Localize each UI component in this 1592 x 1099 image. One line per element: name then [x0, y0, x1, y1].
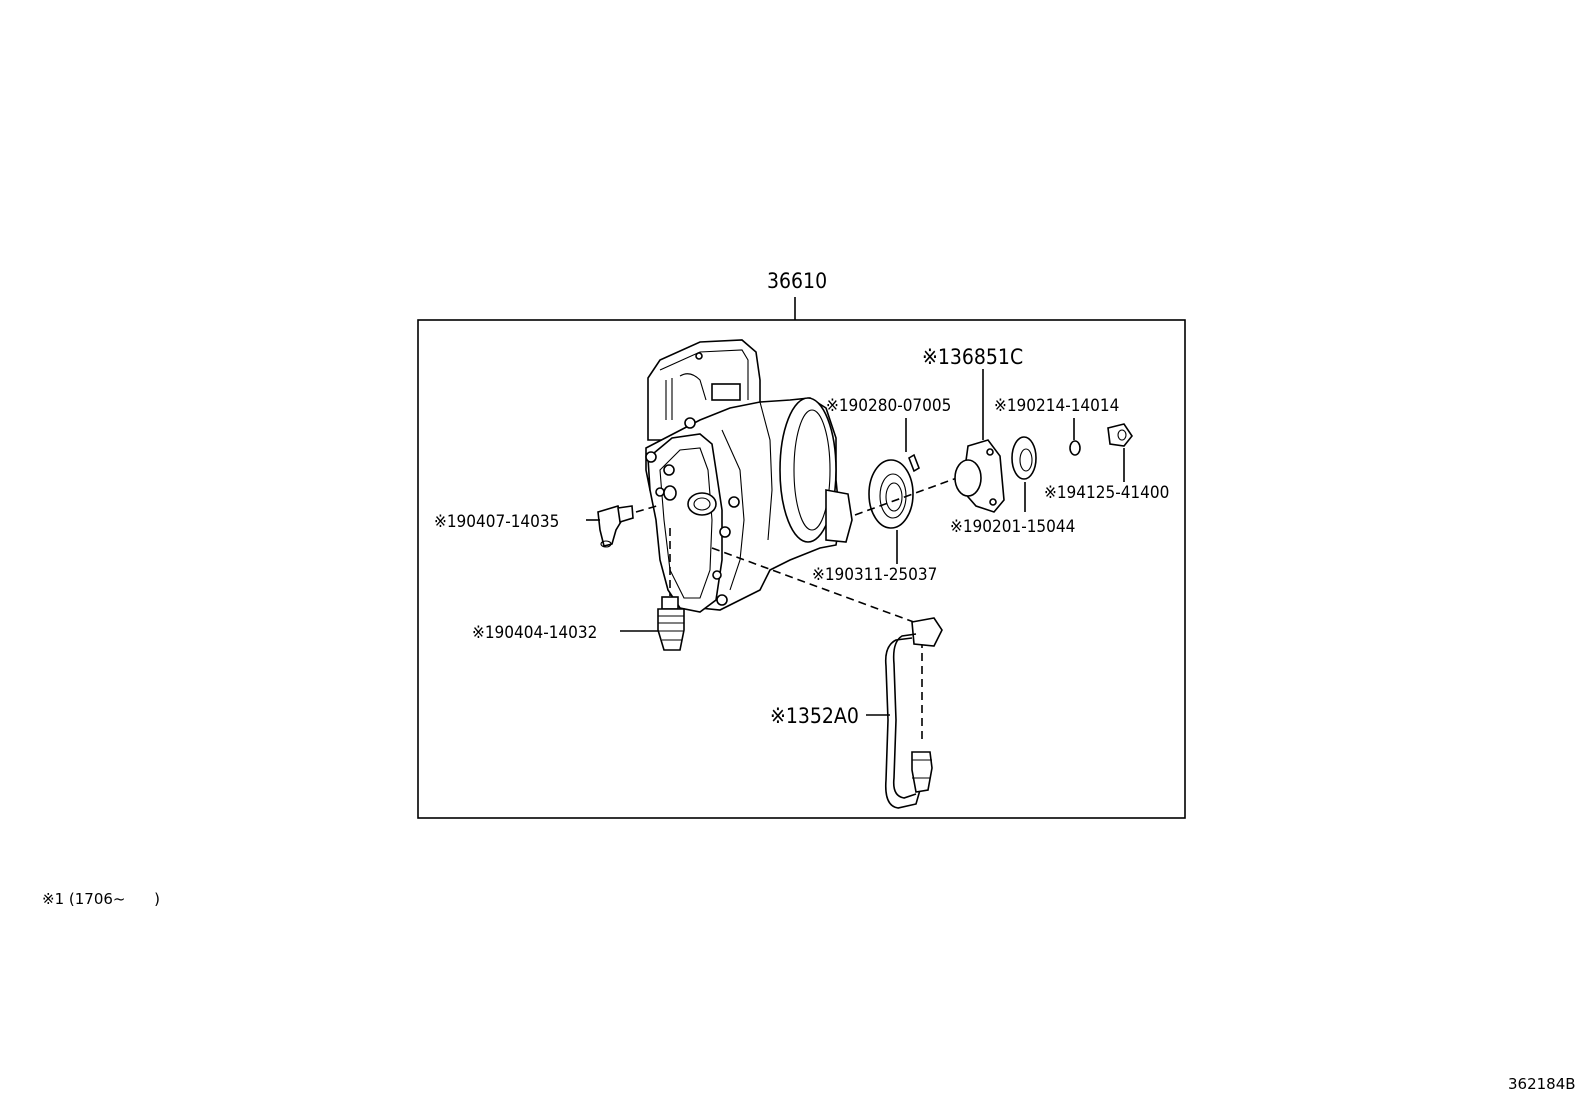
elbow-fitting-drawing: [597, 505, 634, 548]
applicability-footnote: ※1 (1706~ ): [42, 890, 160, 908]
nut-drawing: [1107, 423, 1133, 447]
axis-dash-line: [854, 474, 966, 516]
seal-ring-drawing: [1011, 436, 1037, 480]
breather-plug-drawing: [657, 596, 685, 651]
oil-seal-drawing: [868, 459, 914, 529]
part-label-194125-41400: ※194125-41400: [1044, 483, 1169, 503]
part-label-190404-14032: ※190404-14032: [472, 623, 597, 643]
part-label-190214-14014: ※190214-14014: [994, 396, 1119, 416]
extension-housing-drawing: [954, 439, 1005, 513]
transfer-housing-drawing: [645, 339, 853, 613]
part-label-190407-14035: ※190407-14035: [434, 512, 559, 532]
part-label-190311-25037: ※190311-25037: [812, 565, 937, 585]
part-label-190280-07005: ※190280-07005: [826, 396, 951, 416]
part-label-1352A0: ※1352A0: [770, 704, 859, 728]
switch-harness-drawing: [711, 547, 943, 809]
elbow-dash-line: [635, 504, 661, 513]
washer-drawing: [1069, 440, 1081, 456]
assembly-frame: [417, 319, 1186, 819]
pin-drawing: [908, 453, 920, 473]
part-label-190201-15044: ※190201-15044: [950, 517, 1075, 537]
illustration-reference-code: 362184B: [1508, 1075, 1576, 1093]
part-label-36851C: ※136851C: [922, 345, 1023, 369]
assembly-number-label: 36610: [767, 269, 827, 293]
